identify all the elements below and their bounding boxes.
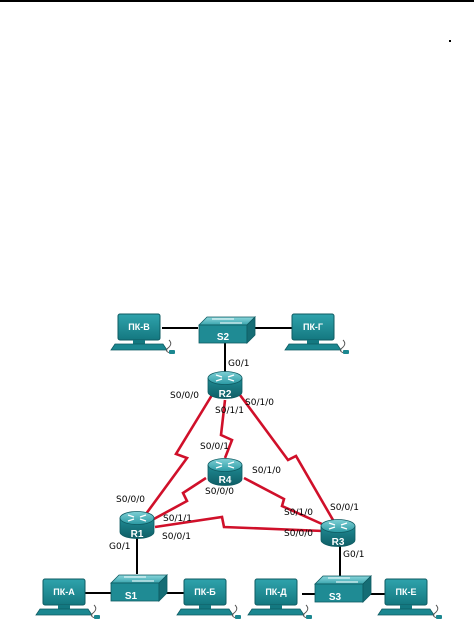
port-label-r2-s011: S0/1/1: [215, 406, 244, 416]
pc-e[interactable]: ПК-Е: [377, 578, 443, 620]
switch-s2[interactable]: S2: [198, 316, 256, 344]
router-r1[interactable]: R1: [119, 510, 155, 541]
switch-s2-label: S2: [217, 332, 230, 343]
port-label-r4-s001: S0/0/1: [200, 442, 229, 452]
top-rule-line: [0, 0, 474, 2]
port-label-r2-g01: G0/1: [228, 359, 249, 369]
serial-r4-r1: [151, 476, 207, 522]
pc-v[interactable]: ПК-В: [110, 313, 176, 355]
port-label-r1-s000: S0/0/0: [116, 495, 145, 505]
serial-r2-r3: [238, 394, 335, 521]
pc-d[interactable]: ПК-Д: [247, 578, 313, 620]
port-label-r1-g01: G0/1: [109, 542, 130, 552]
port-label-r4-s010: S0/1/0: [252, 466, 281, 476]
port-labels: G0/1 S0/0/0 S0/1/0 S0/1/1 S0/0/1 S0/1/0 …: [109, 359, 364, 560]
port-label-r1-s001: S0/0/1: [162, 532, 191, 542]
pc-a[interactable]: ПК-А: [35, 578, 101, 620]
serial-r2-r4: [219, 399, 234, 459]
pc-e-label: ПК-Е: [396, 587, 417, 597]
serial-links: [141, 394, 335, 533]
pc-b[interactable]: ПК-Б: [176, 578, 242, 620]
router-r4[interactable]: R4: [207, 457, 243, 487]
router-r2[interactable]: R2: [207, 370, 243, 401]
port-label-r4-s000: S0/0/0: [205, 487, 234, 497]
stray-dot: [449, 40, 451, 42]
router-r2-label: R2: [219, 389, 232, 400]
router-r4-label: R4: [219, 475, 232, 486]
port-label-r1-s011: S0/1/1: [163, 514, 192, 524]
ethernet-links: [84, 327, 388, 595]
serial-r1-r3: [154, 515, 324, 533]
serial-r2-r1: [141, 394, 214, 519]
port-label-r2-s000: S0/0/0: [170, 391, 199, 401]
switch-s1[interactable]: S1: [110, 574, 168, 602]
switch-s1-label: S1: [125, 591, 138, 602]
pc-g[interactable]: ПК-Г: [284, 313, 350, 355]
pc-g-label: ПК-Г: [303, 322, 323, 332]
switch-s3-label: S3: [329, 592, 342, 603]
port-label-r3-s000: S0/0/0: [284, 529, 313, 539]
port-label-r3-s010: S0/1/0: [284, 508, 313, 518]
pc-a-label: ПК-А: [53, 587, 75, 597]
router-r3-label: R3: [332, 537, 345, 548]
router-r3[interactable]: R3: [320, 518, 356, 549]
port-label-r3-g01: G0/1: [343, 550, 364, 560]
router-r1-label: R1: [131, 529, 144, 540]
pc-b-label: ПК-Б: [194, 587, 216, 597]
serial-r4-r3: [243, 476, 323, 526]
pc-d-label: ПК-Д: [265, 587, 287, 597]
port-label-r2-s010: S0/1/0: [245, 398, 274, 408]
port-label-r3-s001: S0/0/1: [330, 503, 359, 513]
pc-v-label: ПК-В: [128, 322, 150, 332]
switch-s3[interactable]: S3: [314, 575, 372, 603]
